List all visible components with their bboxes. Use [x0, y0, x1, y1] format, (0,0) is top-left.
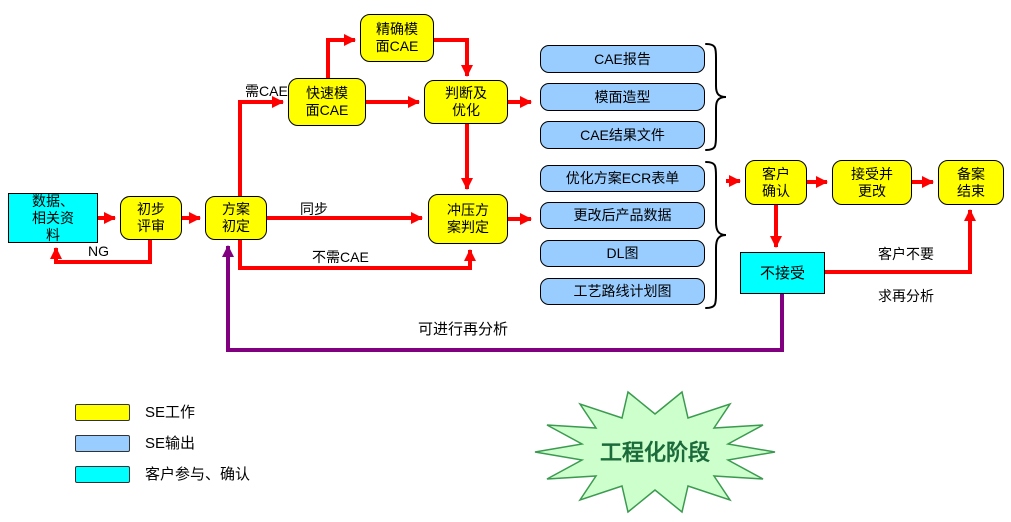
edge-label-need-cae: 需CAE: [245, 83, 288, 99]
legend-swatch-se-output: [75, 435, 130, 452]
starburst-label: 工程化阶段: [600, 440, 710, 465]
legend-label-se-output: SE输出: [145, 435, 196, 452]
output-cae-report: CAE报告: [540, 45, 705, 73]
output-updated-product-data: 更改后产品数据: [540, 202, 705, 229]
output-dl-drawing: DL图: [540, 240, 705, 267]
arrow-rapid-to-precise-cae: [326, 34, 356, 78]
node-precise-die-face-cae: 精确模 面CAE: [360, 14, 434, 62]
edge-label-customer-no: 客户不要: [878, 246, 934, 262]
node-plan-initial: 方案 初定: [205, 196, 267, 240]
arrow-plan-to-stamping-no-cae: [238, 240, 476, 270]
arrow-ng-loop: [50, 240, 152, 264]
node-not-accept: 不接受: [740, 252, 825, 294]
legend-label-customer: 客户参与、确认: [145, 466, 251, 483]
edge-label-reanalyze: 可进行再分析: [418, 321, 509, 338]
brace-plan-outputs: [705, 161, 727, 309]
arrow-reanalysis-loop: [222, 245, 784, 352]
brace-cae-outputs: [705, 43, 727, 151]
edge-label-ng: NG: [88, 243, 109, 259]
node-accept-and-change: 接受并 更改: [832, 160, 912, 205]
arrow-precise-to-judge: [434, 38, 473, 77]
arrow-plan-to-rapid-cae: [238, 96, 284, 196]
node-judge-optimize: 判断及 优化: [424, 80, 508, 124]
node-rapid-die-face-cae: 快速模 面CAE: [288, 78, 366, 126]
output-cae-result-files: CAE结果文件: [540, 121, 705, 149]
edge-label-no-reanalysis: 求再分析: [878, 288, 934, 304]
output-ecr-form: 优化方案ECR表单: [540, 165, 705, 192]
legend-swatch-customer: [75, 466, 130, 483]
output-process-route-plan: 工艺路线计划图: [540, 278, 705, 305]
edge-label-no-cae: 不需CAE: [312, 249, 369, 265]
node-record-end: 备案 结束: [938, 160, 1004, 205]
legend-swatch-se-work: [75, 404, 130, 421]
legend-label-se-work: SE工作: [145, 404, 196, 421]
node-data-materials: 数据、 相关资 料: [8, 193, 98, 243]
output-die-face-modeling: 模面造型: [540, 83, 705, 111]
node-preliminary-review: 初步 评审: [120, 196, 182, 240]
arrow-notaccept-to-record: [825, 209, 976, 274]
starburst-shape: [534, 390, 776, 514]
edge-label-sync: 同步: [300, 201, 328, 217]
node-stamping-plan-judge: 冲压方 案判定: [428, 194, 508, 244]
node-customer-confirm: 客户 确认: [745, 160, 807, 205]
